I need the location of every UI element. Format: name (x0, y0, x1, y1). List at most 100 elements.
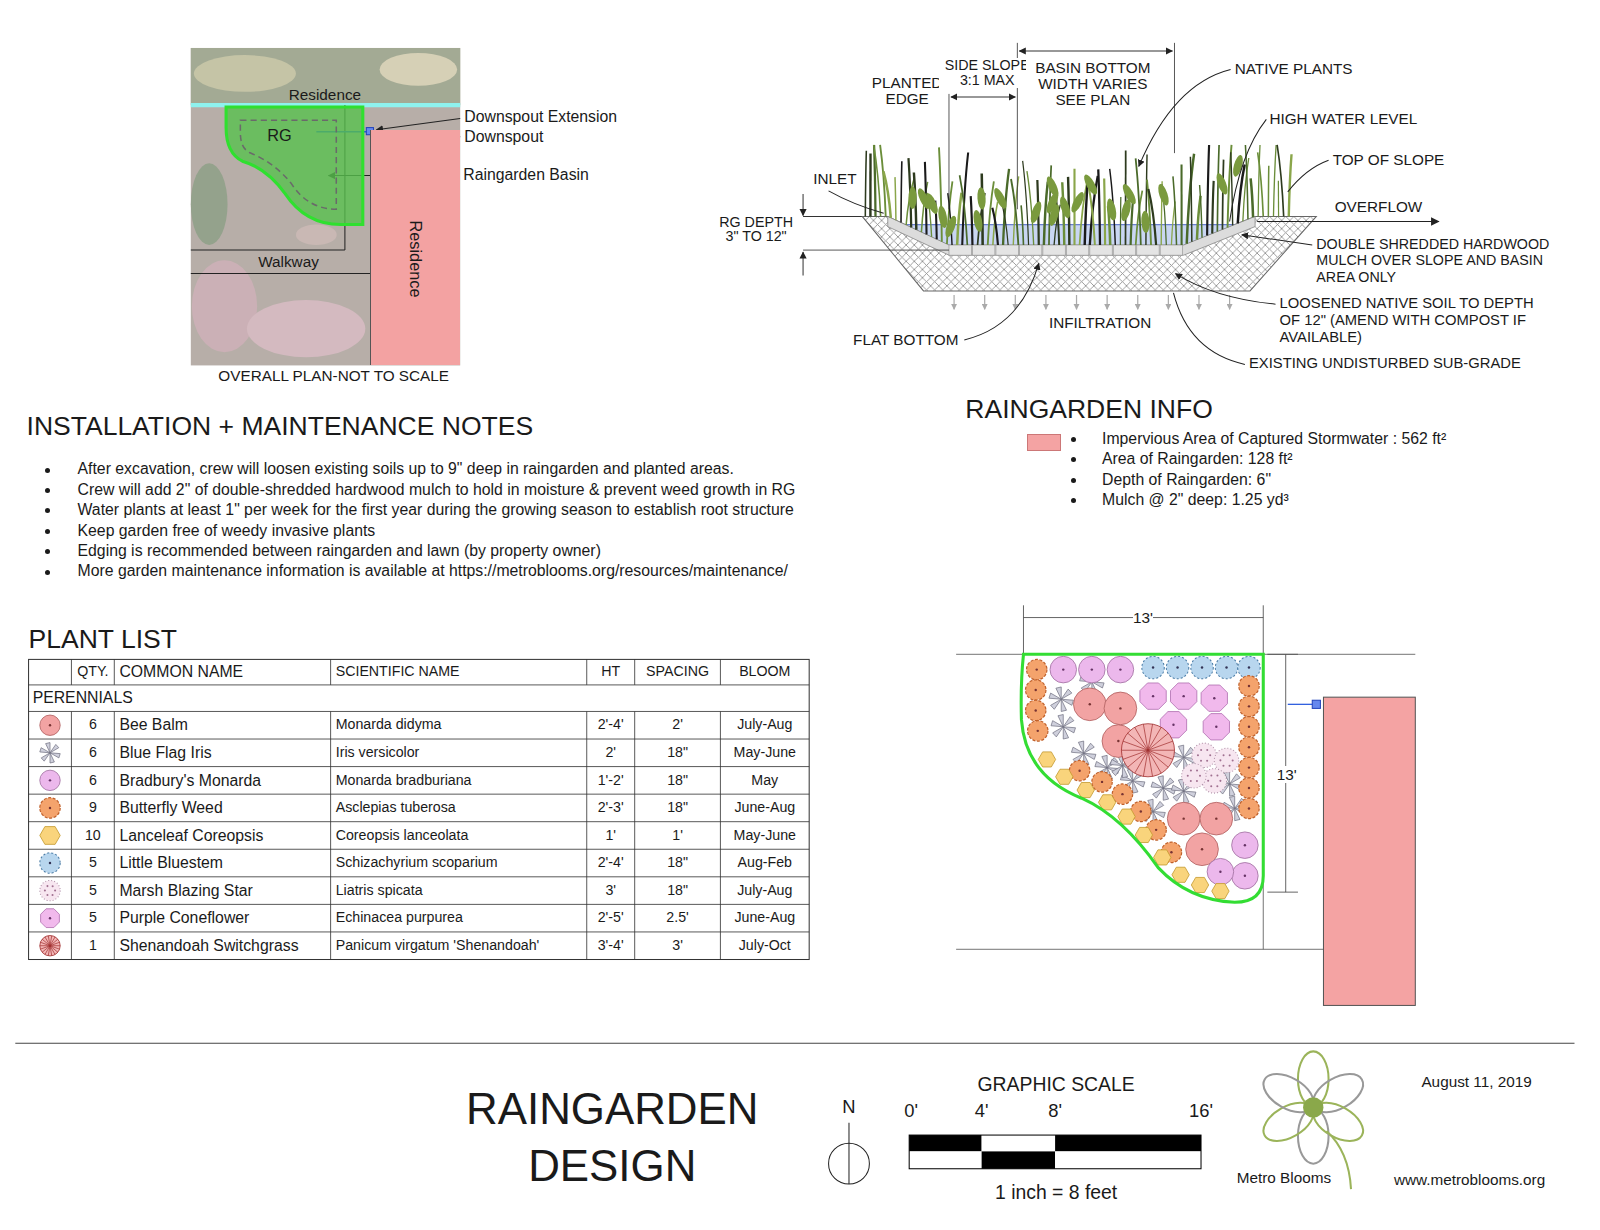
table-frame (29, 659, 810, 959)
grass-blade (874, 145, 881, 216)
monarda-symbol (40, 770, 60, 790)
switchgrass-symbol (1121, 724, 1174, 777)
dimension-label: BASIN BOTTOM WIDTH VARIES SEE PLAN (1026, 60, 1161, 108)
table-cell: July-Aug (722, 711, 807, 739)
iris-petal (1184, 791, 1189, 803)
table-cell: 1' (589, 822, 633, 850)
logo-center (1303, 1097, 1323, 1117)
walkway-line (191, 250, 345, 251)
coreopsis-symbol (1077, 783, 1094, 798)
mulch-block (1043, 245, 1065, 255)
coreopsis-symbol (1172, 867, 1189, 882)
basin-outline (227, 107, 364, 224)
table-header: HT (589, 659, 633, 685)
leader-arrow (377, 118, 461, 129)
grass-blade (1273, 145, 1276, 216)
coneflower-symbol (1140, 683, 1166, 709)
plant-leaf (1141, 210, 1150, 233)
scale-bar (1055, 1151, 1201, 1168)
table-cell: June-Aug (722, 794, 807, 822)
monarda-symbol (1207, 858, 1234, 885)
symbol-dot (1219, 759, 1221, 761)
grass-blade (1103, 179, 1106, 245)
scale-bar (982, 1151, 1055, 1168)
north-label: N (842, 1096, 855, 1117)
grass-blade (1136, 158, 1141, 245)
symbol-dot (1034, 709, 1036, 711)
table-cell: 1'-2' (589, 767, 633, 795)
aerial-patch (247, 300, 365, 357)
table-cell: July-Aug (722, 877, 807, 905)
table-cell: 18" (637, 739, 719, 767)
switchgrass-ray (40, 946, 50, 949)
callout: Downspout (464, 128, 543, 146)
dimension-tick (1263, 605, 1264, 653)
symbol-dot (1140, 810, 1142, 812)
plant-symbol (1215, 656, 1237, 678)
blazing-star-symbol (1202, 769, 1226, 793)
plant-symbol (1051, 715, 1075, 739)
table-cell: Iris versicolor (336, 739, 584, 767)
symbol-dot (1199, 775, 1201, 777)
table-cell: 2.5' (637, 904, 719, 932)
grass-blade (1125, 150, 1127, 245)
plant-symbol (1232, 832, 1259, 859)
raingarden-basin: RG (222, 103, 367, 229)
symbol-dot (46, 894, 48, 896)
butterfly-weed-symbol (1026, 700, 1046, 720)
grass-blade (1207, 145, 1209, 236)
plant-symbol (1026, 700, 1046, 720)
symbol-dot (1196, 769, 1198, 771)
plant-symbol (1239, 778, 1259, 798)
symbol-dot (1248, 746, 1250, 748)
iris-petal (1061, 689, 1072, 699)
plant-leaf (1058, 195, 1072, 219)
grass-blade (971, 196, 973, 245)
grass-blade (1278, 181, 1279, 217)
symbol-dot (1155, 829, 1157, 831)
table-symbols (40, 715, 60, 956)
symbol-dot (1078, 769, 1080, 771)
symbol-dot (1091, 668, 1093, 670)
grass-blade (1027, 171, 1034, 245)
plant-symbol (1038, 752, 1055, 767)
grass-blade (1222, 160, 1223, 230)
plant-symbol (1239, 717, 1259, 737)
info-text: Depth of Raingarden: 6" (1102, 471, 1271, 489)
iris-petal (1133, 781, 1138, 793)
symbol-dot (49, 807, 51, 809)
plant-symbol (1027, 659, 1047, 679)
symbol-dot (1119, 707, 1121, 709)
dimension-line (803, 252, 804, 275)
info-text: Mulch @ 2" deep: 1.25 yd³ (1102, 491, 1289, 509)
plant-leaf (1069, 190, 1086, 214)
plant-symbol (1239, 798, 1259, 818)
switchgrass-ray (1148, 741, 1173, 750)
plant-symbol (1050, 656, 1077, 683)
plant-leaf (1044, 175, 1061, 199)
bluestem-symbol (1191, 656, 1213, 678)
blazing-star-symbol (1214, 748, 1238, 772)
blazing-star-symbol (40, 880, 60, 900)
symbol-dot (1216, 775, 1218, 777)
grass-blade (900, 161, 902, 222)
bee-balm-symbol (1104, 692, 1137, 725)
plant-symbol (1239, 696, 1259, 716)
switchgrass-symbol (40, 936, 60, 956)
symbol-dot (1152, 695, 1154, 697)
coreopsis-symbol (1056, 769, 1073, 784)
grass-blade (1251, 178, 1253, 217)
plant-symbol (40, 715, 60, 735)
grass-blade (1190, 157, 1191, 242)
symbol-dot (1182, 695, 1184, 697)
plant-symbol (40, 770, 60, 790)
website: www.metroblooms.org (1394, 1171, 1545, 1189)
plant-leaf (992, 186, 1009, 210)
table-cell: Marsh Blazing Star (119, 877, 327, 905)
iris-petal (1153, 801, 1164, 811)
table-cell: Lanceleaf Coreopsis (119, 822, 327, 850)
symbol-dot (49, 862, 51, 864)
callout: Raingarden Basin (463, 166, 589, 184)
residence-block (1323, 697, 1415, 1005)
callout: FLAT BOTTOM (853, 331, 958, 349)
